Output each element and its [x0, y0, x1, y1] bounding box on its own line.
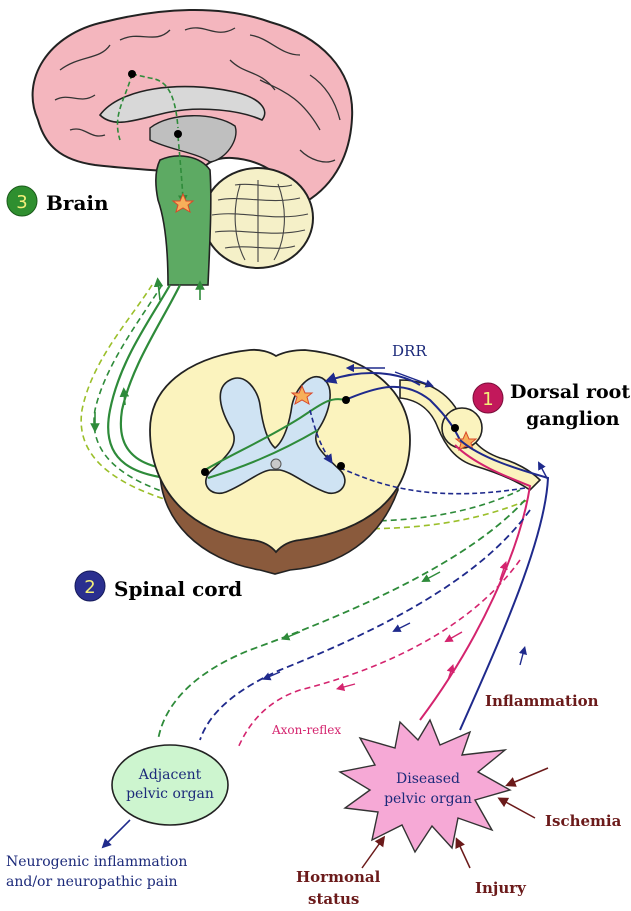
spinal-cord-badge-number: 2 — [84, 577, 95, 598]
drg-neuron-soma — [451, 424, 459, 432]
inflammation-label: Inflammation — [485, 692, 599, 710]
central-canal — [271, 459, 281, 469]
cerebellum — [203, 168, 313, 268]
spinal-neuron-soma-b — [342, 396, 350, 404]
adjacent-organ-label-line1: Adjacent — [138, 767, 202, 783]
thalamic-neuron-soma — [174, 130, 182, 138]
adjacent-pelvic-organ — [112, 745, 228, 825]
diseased-organ-label-line2: pelvic organ — [384, 791, 472, 807]
outcome-arrow — [105, 820, 130, 845]
drg-label-line2: ganglion — [526, 408, 620, 430]
drg-label-line1: Dorsal root — [510, 381, 630, 403]
brain-neuron-soma — [128, 70, 136, 78]
ischemia-label: Ischemia — [545, 812, 622, 830]
outcome-label-line1: Neurogenic inflammation — [6, 854, 187, 870]
hormonal-label-line2: status — [308, 890, 359, 908]
spinal-cord-label: Spinal cord — [114, 577, 242, 601]
spinal-neuron-soma-a — [201, 468, 209, 476]
spinal-neuron-soma-c — [337, 462, 345, 470]
injury-label: Injury — [475, 879, 527, 897]
brain-illustration — [33, 10, 353, 285]
outcome-label-line2: and/or neuropathic pain — [6, 874, 178, 890]
drg-badge: 1 — [473, 383, 503, 413]
diseased-organ-label-line1: Diseased — [396, 771, 460, 787]
drr-label: DRR — [392, 342, 427, 360]
brain-label: Brain — [46, 191, 109, 215]
spinal-cord-illustration — [150, 350, 540, 574]
adjacent-organ-label-line2: pelvic organ — [126, 786, 214, 802]
brain-badge: 3 — [7, 186, 37, 216]
axon-reflex-label: Axon-reflex — [271, 723, 341, 737]
drg-badge-number: 1 — [482, 389, 493, 410]
brainstem — [156, 156, 211, 285]
hormonal-label-line1: Hormonal — [296, 868, 381, 886]
brain-badge-number: 3 — [16, 192, 27, 213]
spinal-cord-badge: 2 — [75, 571, 105, 601]
